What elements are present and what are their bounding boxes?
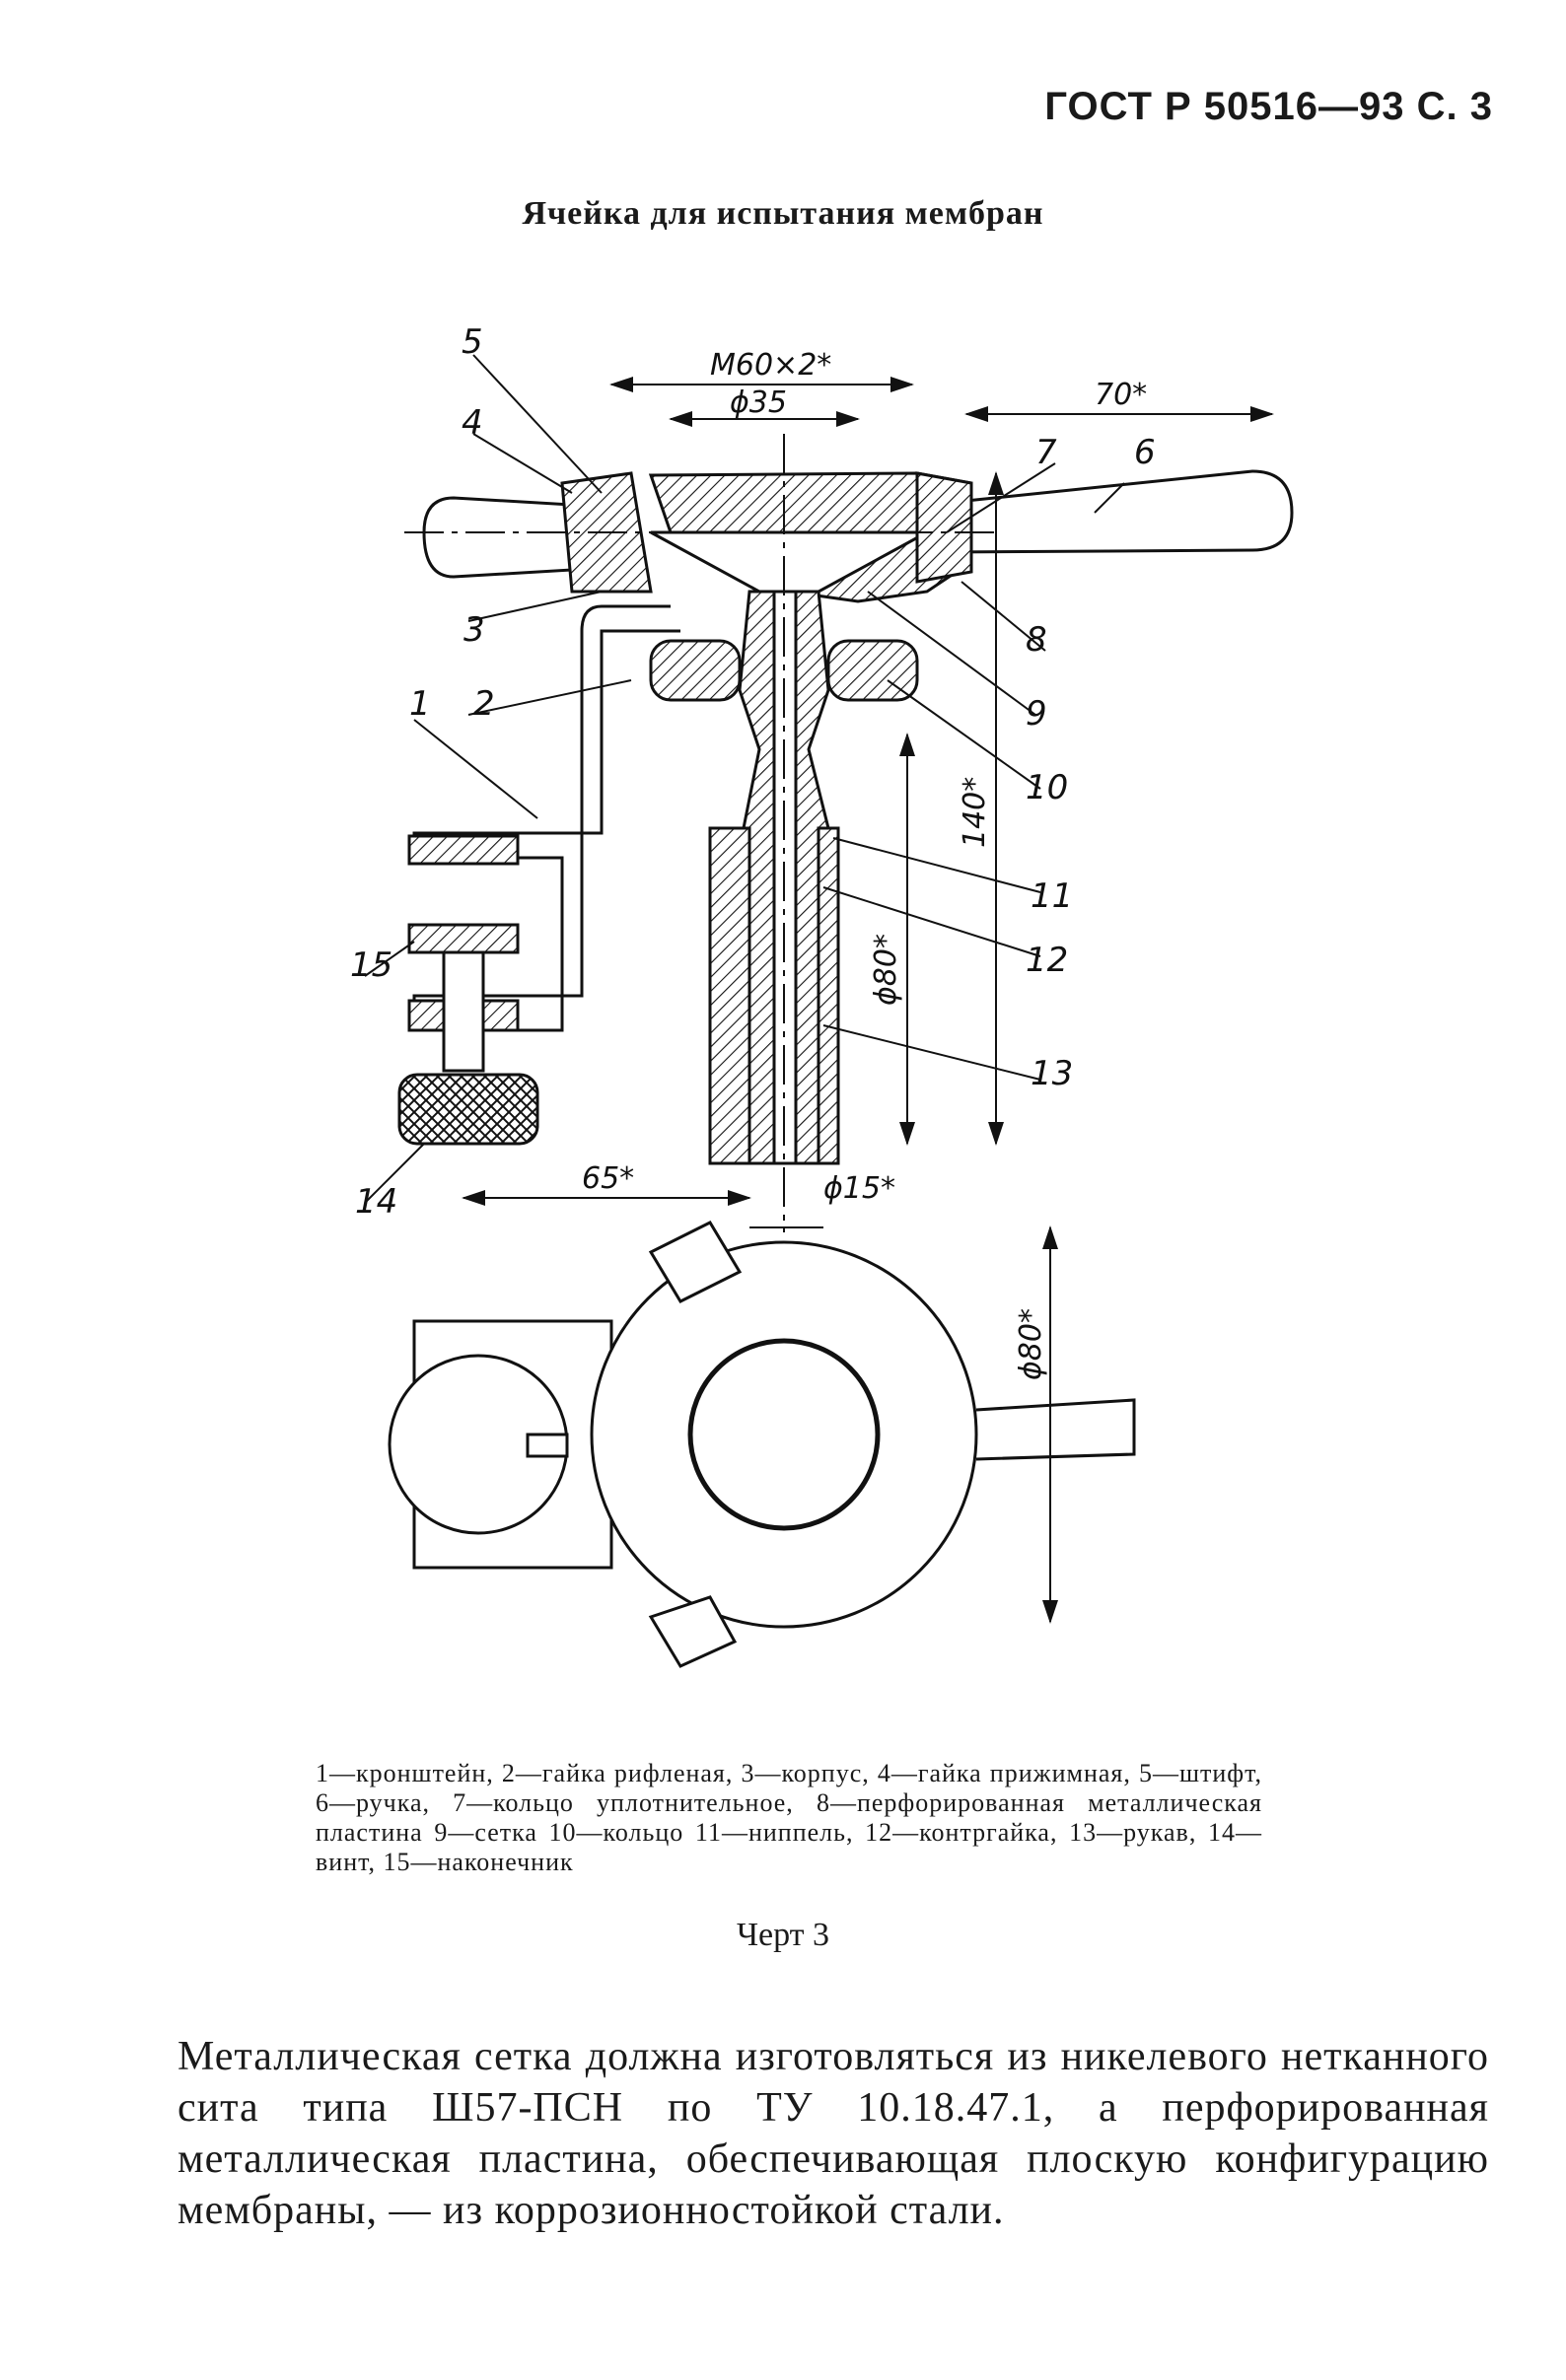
callout-2: 2 (473, 684, 495, 724)
callout-12: 12 (1026, 941, 1068, 980)
callout-7: 7 (1035, 433, 1057, 472)
dim-d80-plan: ϕ80* (1014, 1308, 1048, 1380)
body-paragraph: Металлическая сетка должна изготовляться… (178, 2034, 1489, 2233)
dim-d35: ϕ35 (730, 385, 787, 420)
dim-70: 70* (1095, 378, 1147, 412)
figure-caption: 1—кронштейн, 2—гайка рифленая, 3—корпус,… (316, 1759, 1262, 1876)
callout-4: 4 (462, 403, 483, 443)
technical-drawing: 5 4 3 2 1 6 7 8 9 10 11 12 13 14 15 M60×… (350, 322, 1294, 1668)
dim-140: 140* (958, 777, 992, 848)
dim-d80-side: ϕ80* (869, 934, 903, 1006)
dim-65: 65* (582, 1161, 634, 1196)
figure-title: Ячейка для испытания мембран (522, 195, 1044, 232)
page-header: ГОСТ Р 50516—93 С. 3 (1044, 85, 1493, 128)
callout-1: 1 (409, 684, 431, 724)
callout-10: 10 (1026, 768, 1068, 807)
callout-5: 5 (462, 322, 483, 362)
dim-m60: M60×2* (710, 348, 831, 383)
callout-15: 15 (350, 945, 392, 985)
callout-3: 3 (463, 610, 485, 650)
callout-6: 6 (1134, 433, 1156, 472)
callout-13: 13 (1031, 1054, 1073, 1093)
dim-d15: ϕ15* (823, 1171, 895, 1206)
callout-9: 9 (1026, 694, 1047, 734)
callout-8: 8 (1026, 620, 1047, 660)
callout-11: 11 (1031, 876, 1073, 916)
figure-label: Черт 3 (736, 1917, 830, 1953)
callout-14: 14 (355, 1182, 397, 1222)
